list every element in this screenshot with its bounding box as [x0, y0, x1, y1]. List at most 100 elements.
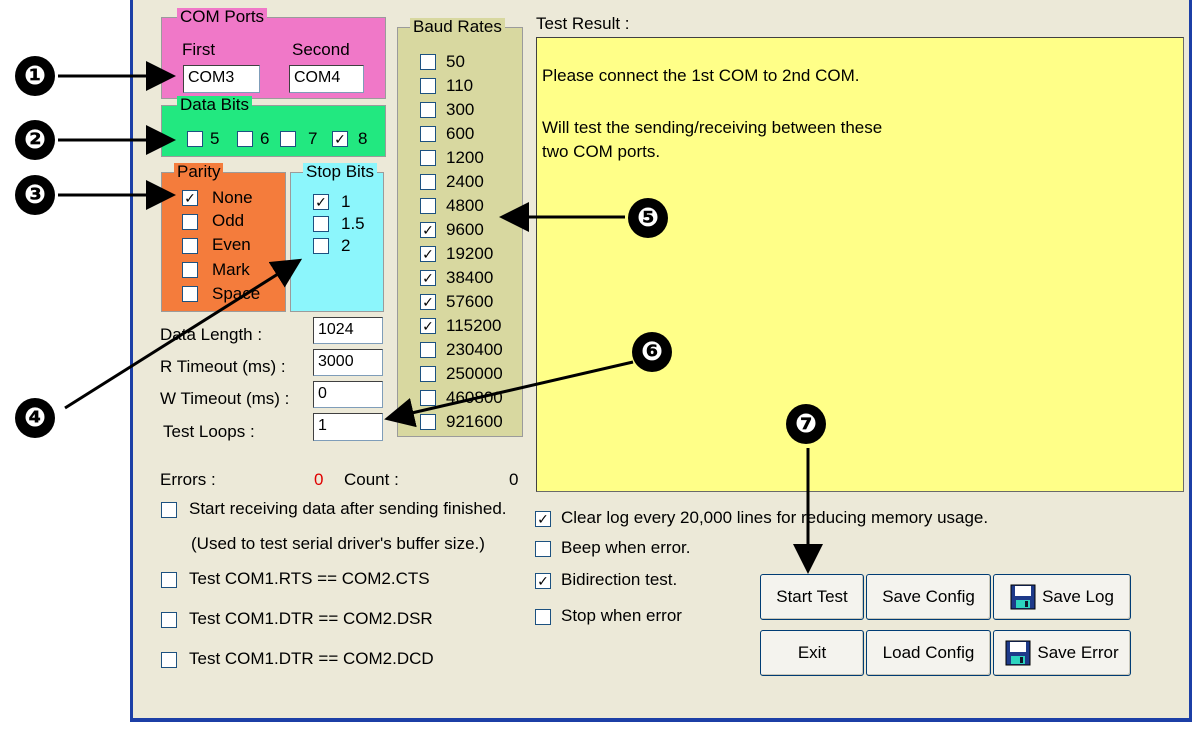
baud-2400-checkbox[interactable]: [420, 174, 436, 190]
errors-count: 0: [314, 470, 324, 489]
parity-even-checkbox[interactable]: [182, 238, 198, 254]
parity-group: Parity None Odd Even Mark Space: [161, 163, 286, 312]
marker-7: ❼: [786, 404, 826, 444]
start-receiving-checkbox[interactable]: [161, 502, 177, 518]
beep-checkbox[interactable]: [535, 541, 551, 557]
data-bits-6-label: 6: [260, 129, 270, 148]
floppy-disk-icon: [1005, 640, 1031, 666]
baud-4800-checkbox[interactable]: [420, 198, 436, 214]
parity-none-label: None: [212, 188, 253, 207]
bidirection-label: Bidirection test.: [561, 570, 678, 589]
baud-115200-checkbox[interactable]: [420, 318, 436, 334]
r-timeout-label: R Timeout (ms) :: [160, 357, 286, 376]
second-label: Second: [292, 40, 350, 59]
baud-19200-checkbox[interactable]: [420, 246, 436, 262]
baud-9600-checkbox[interactable]: [420, 222, 436, 238]
baud-921600-checkbox[interactable]: [420, 414, 436, 430]
baud-600-checkbox[interactable]: [420, 126, 436, 142]
baud-9600-label: 9600: [446, 220, 484, 239]
data-bits-8-checkbox[interactable]: [332, 131, 348, 147]
stop-bits-1-checkbox[interactable]: [313, 194, 329, 210]
dtr-dsr-label: Test COM1.DTR == COM2.DSR: [189, 609, 433, 628]
test-loops-label: Test Loops :: [163, 422, 255, 441]
load-config-button[interactable]: Load Config: [866, 630, 991, 676]
clear-log-checkbox[interactable]: [535, 511, 551, 527]
count-value: 0: [509, 470, 519, 489]
baud-230400-label: 230400: [446, 340, 503, 359]
stop-error-checkbox[interactable]: [535, 609, 551, 625]
save-config-label: Save Config: [882, 587, 975, 606]
load-config-label: Load Config: [882, 643, 975, 662]
parity-none-checkbox[interactable]: [182, 190, 198, 206]
data-bits-7-checkbox[interactable]: [280, 131, 296, 147]
first-com-input[interactable]: COM3: [183, 65, 260, 93]
stop-bits-2-label: 2: [341, 236, 351, 255]
stop-bits-group: Stop Bits 1 1.5 2: [290, 163, 384, 312]
data-bits-5-checkbox[interactable]: [187, 131, 203, 147]
com-ports-group: COM Ports First Second COM3 COM4: [161, 8, 386, 99]
dtr-dcd-label: Test COM1.DTR == COM2.DCD: [189, 649, 434, 668]
r-timeout-input[interactable]: 3000: [313, 349, 383, 376]
baud-1200-checkbox[interactable]: [420, 150, 436, 166]
dtr-dsr-checkbox[interactable]: [161, 612, 177, 628]
save-log-label: Save Log: [1042, 587, 1114, 606]
w-timeout-input[interactable]: 0: [313, 381, 383, 408]
save-error-button[interactable]: Save Error: [993, 630, 1131, 676]
clear-log-label: Clear log every 20,000 lines for reducin…: [561, 508, 989, 527]
parity-mark-checkbox[interactable]: [182, 262, 198, 278]
baud-230400-checkbox[interactable]: [420, 342, 436, 358]
start-test-button[interactable]: Start Test: [760, 574, 864, 620]
result-line-1: Please connect the 1st COM to 2nd COM.: [542, 66, 860, 85]
parity-even-label: Even: [212, 235, 251, 254]
baud-460800-checkbox[interactable]: [420, 390, 436, 406]
stop-bits-1-5-checkbox[interactable]: [313, 216, 329, 232]
baud-110-checkbox[interactable]: [420, 78, 436, 94]
stop-bits-1-5-label: 1.5: [341, 214, 365, 233]
baud-rates-group: Baud Rates 50110300600120024004800960019…: [397, 18, 523, 437]
com-ports-title: COM Ports: [177, 8, 268, 26]
baud-115200-label: 115200: [446, 316, 502, 335]
marker-3: ❸: [15, 175, 55, 215]
baud-1200-label: 1200: [446, 148, 484, 167]
baud-300-label: 300: [446, 100, 475, 119]
errors-label: Errors :: [160, 470, 216, 489]
test-loops-input[interactable]: 1: [313, 413, 383, 441]
data-bits-title: Data Bits: [177, 96, 252, 114]
rts-cts-checkbox[interactable]: [161, 572, 177, 588]
save-config-button[interactable]: Save Config: [866, 574, 991, 620]
stop-bits-title: Stop Bits: [303, 163, 378, 181]
baud-921600-label: 921600: [446, 412, 503, 431]
second-com-input[interactable]: COM4: [289, 65, 364, 93]
data-bits-group: Data Bits 5 6 7 8: [161, 96, 386, 157]
exit-button[interactable]: Exit: [760, 630, 864, 676]
parity-odd-label: Odd: [212, 211, 245, 230]
baud-38400-checkbox[interactable]: [420, 270, 436, 286]
stop-bits-2-checkbox[interactable]: [313, 238, 329, 254]
test-result-panel[interactable]: Please connect the 1st COM to 2nd COM. W…: [536, 37, 1184, 492]
marker-1: ❶: [15, 56, 55, 96]
baud-250000-checkbox[interactable]: [420, 366, 436, 382]
bidirection-checkbox[interactable]: [535, 573, 551, 589]
baud-300-checkbox[interactable]: [420, 102, 436, 118]
baud-57600-checkbox[interactable]: [420, 294, 436, 310]
data-bits-7-label: 7: [308, 129, 318, 148]
dtr-dcd-checkbox[interactable]: [161, 652, 177, 668]
data-bits-6-checkbox[interactable]: [237, 131, 253, 147]
save-error-label: Save Error: [1037, 643, 1119, 662]
baud-50-checkbox[interactable]: [420, 54, 436, 70]
start-test-label: Start Test: [776, 587, 848, 606]
baud-110-label: 110: [446, 76, 474, 95]
test-result-title: Test Result :: [536, 14, 630, 33]
stop-bits-1-label: 1: [341, 192, 351, 211]
parity-space-checkbox[interactable]: [182, 286, 198, 302]
floppy-disk-icon: [1010, 584, 1036, 610]
baud-19200-label: 19200: [446, 244, 494, 263]
rts-cts-label: Test COM1.RTS == COM2.CTS: [189, 569, 430, 588]
data-bits-5-label: 5: [210, 129, 220, 148]
save-log-button[interactable]: Save Log: [993, 574, 1131, 620]
data-bits-8-label: 8: [358, 129, 368, 148]
baud-600-label: 600: [446, 124, 475, 143]
data-length-input[interactable]: 1024: [313, 317, 383, 344]
parity-odd-checkbox[interactable]: [182, 214, 198, 230]
